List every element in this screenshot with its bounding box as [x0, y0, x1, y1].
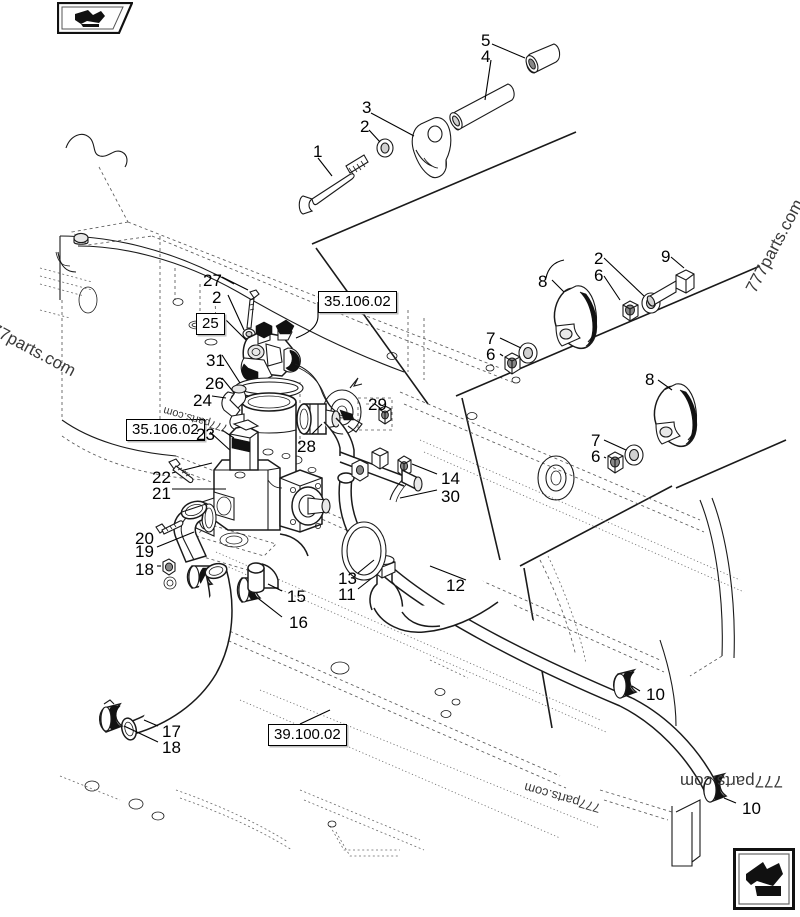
callout-5: 5	[481, 31, 491, 50]
callout-7a: 7	[591, 431, 601, 450]
callout-6b: 6	[591, 447, 601, 466]
part-8-hose-clamp-lower	[653, 379, 698, 448]
callout-1: 1	[313, 142, 323, 161]
callout-2c: 2	[212, 288, 222, 307]
part-22-screw	[168, 458, 194, 484]
part-18-clamp-upper	[157, 558, 177, 590]
callout-14: 14	[441, 469, 460, 488]
callout-4: 4	[481, 47, 491, 66]
part-29-nut	[374, 403, 392, 425]
part-21-pump	[171, 419, 331, 537]
part-6-nut-right	[603, 275, 639, 322]
callout-16: 16	[289, 613, 308, 632]
callout-27: 27	[203, 271, 222, 290]
part-15-tube	[247, 533, 309, 594]
callout-2a: 2	[360, 117, 370, 136]
callout-22: 22	[152, 468, 171, 487]
callout-15: 15	[287, 587, 306, 606]
part-10-clamp-upper	[613, 668, 641, 699]
callout-18a: 18	[135, 560, 154, 579]
part-6-nut-lower	[603, 451, 624, 474]
part-4-spacer-tube	[449, 59, 515, 131]
part-10-clamp-lower	[703, 772, 737, 804]
callout-11: 11	[338, 585, 356, 604]
boxed-callout-25[interactable]: 25	[196, 313, 225, 335]
callout-21: 21	[152, 484, 171, 503]
callout-24: 24	[193, 391, 212, 410]
callout-20: 20	[135, 529, 154, 548]
callout-12: 12	[446, 576, 465, 595]
part-25-valve	[225, 302, 363, 433]
callout-19: 19	[135, 542, 154, 561]
callout-6a: 6	[594, 266, 604, 285]
reference-box-39-100-02[interactable]: 39.100.02	[268, 724, 347, 746]
part-24-elbow-fitting	[211, 384, 247, 431]
callout-13: 13	[338, 569, 357, 588]
chassis-outline	[39, 131, 787, 867]
reference-box-35-106-02-top[interactable]: 35.106.02	[318, 291, 397, 313]
callout-8b: 8	[645, 370, 655, 389]
part-1-bolt	[298, 154, 369, 215]
callout-10b: 10	[742, 799, 761, 818]
callout-2b: 2	[594, 249, 604, 268]
callout-8a: 8	[538, 272, 548, 291]
part-20-screw	[155, 520, 184, 535]
part-13-oring	[341, 521, 387, 581]
callout-7b: 7	[486, 329, 496, 348]
part-12-long-hose	[337, 472, 737, 804]
callout-17: 17	[162, 722, 181, 741]
part-5-bushing	[491, 43, 561, 74]
part-7-washer-lower	[603, 439, 644, 466]
part-9-bolt-right	[646, 256, 695, 307]
part-2-washer-top	[368, 129, 394, 158]
callout-28: 28	[297, 437, 316, 456]
part-17-lower-hose	[120, 562, 233, 741]
part-27-bolt	[221, 276, 260, 329]
arrow-banner-icon	[57, 2, 133, 34]
callout-9: 9	[661, 247, 671, 266]
part-6-nut-mid	[499, 352, 521, 375]
callout-10a: 10	[646, 685, 665, 704]
part-3-clamp-bracket	[370, 112, 452, 179]
callout-3: 3	[362, 98, 372, 117]
manifold-tubes	[323, 417, 423, 492]
refbox-leaders	[221, 429, 331, 725]
callout-30: 30	[441, 487, 460, 506]
reference-box-35-106-02-left[interactable]: 35.106.02	[126, 419, 205, 441]
part-8-hose-clamp-upper	[545, 259, 598, 350]
callout-31: 31	[206, 351, 225, 370]
callout-26: 26	[205, 374, 224, 393]
arrow-box-icon	[733, 848, 795, 910]
callout-18b: 18	[162, 738, 181, 757]
callout-29: 29	[368, 395, 387, 414]
callout-23: 23	[196, 425, 215, 444]
part-7-washer-mid	[499, 337, 538, 364]
part-28-fitting	[296, 403, 341, 435]
part-18-clamp-lower	[99, 699, 159, 743]
part-19-elbow-pipe	[156, 500, 208, 563]
callout-6c: 6	[486, 345, 496, 364]
